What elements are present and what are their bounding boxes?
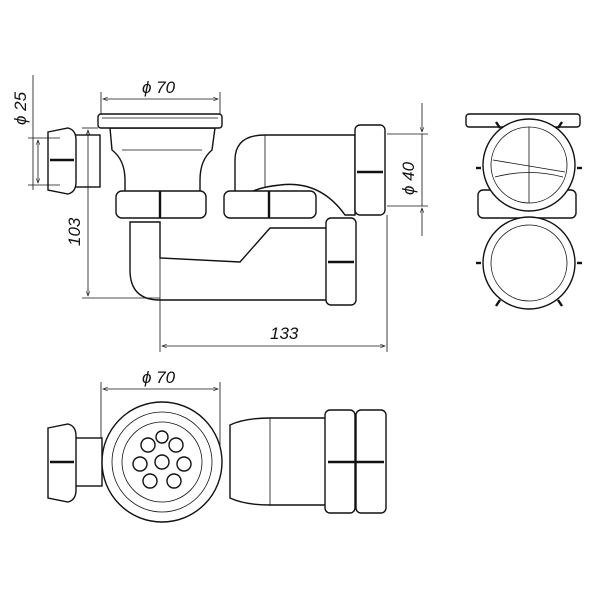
dim-bottom-flange: ϕ 70 — [142, 368, 176, 387]
side-view — [465, 113, 582, 310]
outlet-nut-upper — [354, 124, 386, 216]
dimension-lines: ϕ 70 ϕ 25 103 133 ϕ 40 — [11, 75, 428, 352]
front-view — [47, 113, 386, 306]
dim-height: 103 — [65, 217, 84, 246]
top-flange — [97, 113, 223, 129]
dim-top-flange: ϕ 70 — [142, 78, 176, 97]
dim-inlet: ϕ 25 — [11, 91, 30, 125]
bottom-view: ϕ 70 — [47, 368, 387, 523]
strainer-body — [109, 127, 216, 193]
dim-length: 133 — [270, 324, 299, 343]
lower-pipe — [129, 221, 331, 301]
dim-outlet: ϕ 40 — [399, 161, 418, 195]
